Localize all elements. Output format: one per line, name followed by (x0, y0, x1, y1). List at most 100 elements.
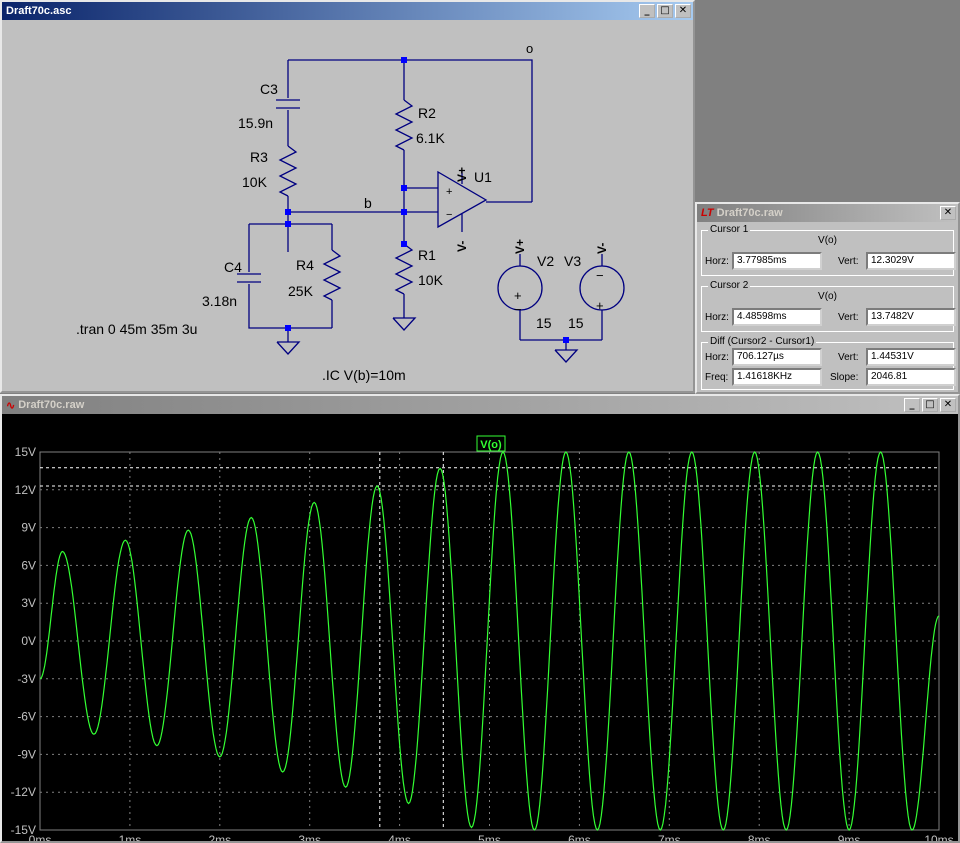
v3-name: V3 (564, 253, 581, 269)
r1-name: R1 (418, 247, 436, 263)
x-tick-label: 2ms (208, 833, 231, 841)
v2-minus-mark: − (514, 302, 522, 317)
v3-pin-label: V- (595, 243, 609, 254)
cursor-titlebar[interactable]: LT Draft70c.raw ✕ (697, 204, 958, 222)
junction-dots (285, 57, 569, 343)
y-tick-label: -12V (11, 785, 36, 799)
x-tick-label: 8ms (748, 833, 771, 841)
maximize-button[interactable]: □ (657, 4, 673, 18)
c4-value: 3.18n (202, 293, 237, 309)
cursor-close-button[interactable]: ✕ (940, 206, 956, 220)
node-b-label: b (364, 195, 372, 211)
schematic-canvas[interactable]: o b C3 15.9n R3 10K R2 6.1K R1 10K C4 3.… (6, 22, 693, 391)
trace-label[interactable]: V(o) (480, 439, 502, 451)
r4-symbol (322, 249, 342, 301)
u1-name: U1 (474, 169, 492, 185)
v2-value: 15 (536, 315, 552, 331)
waveform-close-button[interactable]: ✕ (940, 398, 956, 412)
r4-value: 25K (288, 283, 314, 299)
wire-top (288, 59, 533, 202)
y-tick-label: 6V (21, 558, 36, 572)
waveform-window-title: Draft70c.raw (18, 399, 85, 411)
schematic-title: Draft70c.asc (6, 5, 72, 17)
r3-symbol (278, 145, 298, 197)
y-tick-label: 15V (15, 445, 36, 459)
waveform-minimize-button[interactable]: _ (904, 398, 920, 412)
r3-name: R3 (250, 149, 268, 165)
waveform-icon: ∿ (6, 399, 16, 412)
v2-pin-label: V+ (513, 239, 527, 254)
waveform-maximize-button[interactable]: □ (922, 398, 938, 412)
trace-label-box (476, 435, 506, 452)
diff-vert-field[interactable]: 1.44531V (866, 348, 956, 366)
y-tick-label: 9V (21, 521, 36, 535)
v3-value: 15 (568, 315, 584, 331)
cursor2-vert-field[interactable]: 13.7482V (866, 308, 956, 326)
trace-v-o[interactable] (39, 451, 940, 831)
waveform-window[interactable]: ∿ Draft70c.raw _ □ ✕ 15V 12V 9V 6V 3V 0V -3V -6… (0, 394, 960, 843)
u1-vplus-pin: V+ (455, 167, 469, 182)
x-tick-label: 6ms (568, 833, 591, 841)
schematic-titlebar[interactable]: Draft70c.asc _ □ ✕ (2, 2, 693, 20)
x-tick-label: 1ms (119, 833, 142, 841)
opamp-plus: + (446, 186, 452, 198)
cursor-window[interactable]: LT Draft70c.raw ✕ Cursor 1 V(o) Horz: 3.… (695, 202, 960, 394)
waveform-titlebar[interactable]: ∿ Draft70c.raw _ □ ✕ (2, 396, 958, 414)
r2-value: 6.1K (416, 130, 445, 146)
cursor1-vert-field[interactable]: 12.3029V (866, 252, 956, 270)
v2-name: V2 (537, 253, 554, 269)
cursor1-group: Cursor 1 V(o) Horz: 3.77985ms Vert: 12.3… (701, 224, 956, 276)
x-tick-label: 0ms (29, 833, 52, 841)
x-tick-label: 10ms (924, 833, 953, 841)
node-o-label: o (526, 41, 533, 56)
diff-slope-field[interactable]: 2046.81 (866, 368, 956, 386)
y-tick-label: 0V (21, 634, 36, 648)
minimize-button[interactable]: _ (639, 4, 655, 18)
x-tick-label: 7ms (658, 833, 681, 841)
source-ground-symbol (554, 349, 579, 363)
c4-name: C4 (224, 259, 242, 275)
y-tick-label: -3V (17, 672, 36, 686)
ic-directive[interactable]: .IC V(b)=10m (322, 367, 406, 383)
r1-value: 10K (418, 272, 444, 288)
waveform-plot[interactable]: 15V 12V 9V 6V 3V 0V -3V -6V -9V -12V -15V 0ms 1ms 2m… (2, 414, 958, 841)
y-tick-label: 3V (21, 596, 36, 610)
plot-frame (39, 451, 940, 831)
v3-minus-mark: − (596, 268, 604, 283)
x-tick-label: 9ms (838, 833, 861, 841)
y-tick-label: 12V (15, 483, 36, 497)
r1-symbol (394, 243, 414, 295)
opamp-minus: − (446, 209, 452, 221)
waveform-app-icon: LT (701, 207, 714, 219)
y-tick-label: -15V (11, 823, 36, 837)
r1-ground-symbol (392, 317, 417, 331)
u1-opamp-symbol (437, 170, 488, 229)
x-tick-label: 5ms (478, 833, 501, 841)
cursor1-trace: V(o) (818, 235, 837, 246)
cursor2-horz-field[interactable]: 4.48598ms (732, 308, 822, 326)
c3-name: C3 (260, 81, 278, 97)
r2-symbol (394, 99, 414, 151)
y-tick-label: -6V (17, 710, 36, 724)
cursor2-group: Cursor 2 V(o) Horz: 4.48598ms Vert: 13.7… (701, 280, 956, 332)
cursor-window-title: Draft70c.raw (716, 207, 783, 219)
y-tick-label: -9V (17, 747, 36, 761)
cursor2-trace: V(o) (818, 291, 837, 302)
x-tick-label: 3ms (298, 833, 321, 841)
close-button[interactable]: ✕ (675, 4, 691, 18)
tran-directive[interactable]: .tran 0 45m 35m 3u (76, 321, 197, 337)
cursor1-horz-field[interactable]: 3.77985ms (732, 252, 822, 270)
v2-plus-mark: + (514, 288, 522, 303)
diff-horz-field[interactable]: 706.127µs (732, 348, 822, 366)
diff-freq-field[interactable]: 1.41618KHz (732, 368, 822, 386)
r3-value: 10K (242, 174, 268, 190)
x-tick-label: 4ms (388, 833, 411, 841)
schematic-window[interactable]: Draft70c.asc _ □ ✕ (0, 0, 695, 393)
diff-group: Diff (Cursor2 - Cursor1) Horz: 706.127µs… (701, 336, 956, 390)
u1-vminus-pin: V- (455, 241, 469, 252)
v3-plus-mark: + (596, 298, 604, 313)
r4-name: R4 (296, 257, 314, 273)
c3-value: 15.9n (238, 115, 273, 131)
r2-name: R2 (418, 105, 436, 121)
c4-ground-symbol (276, 341, 301, 355)
